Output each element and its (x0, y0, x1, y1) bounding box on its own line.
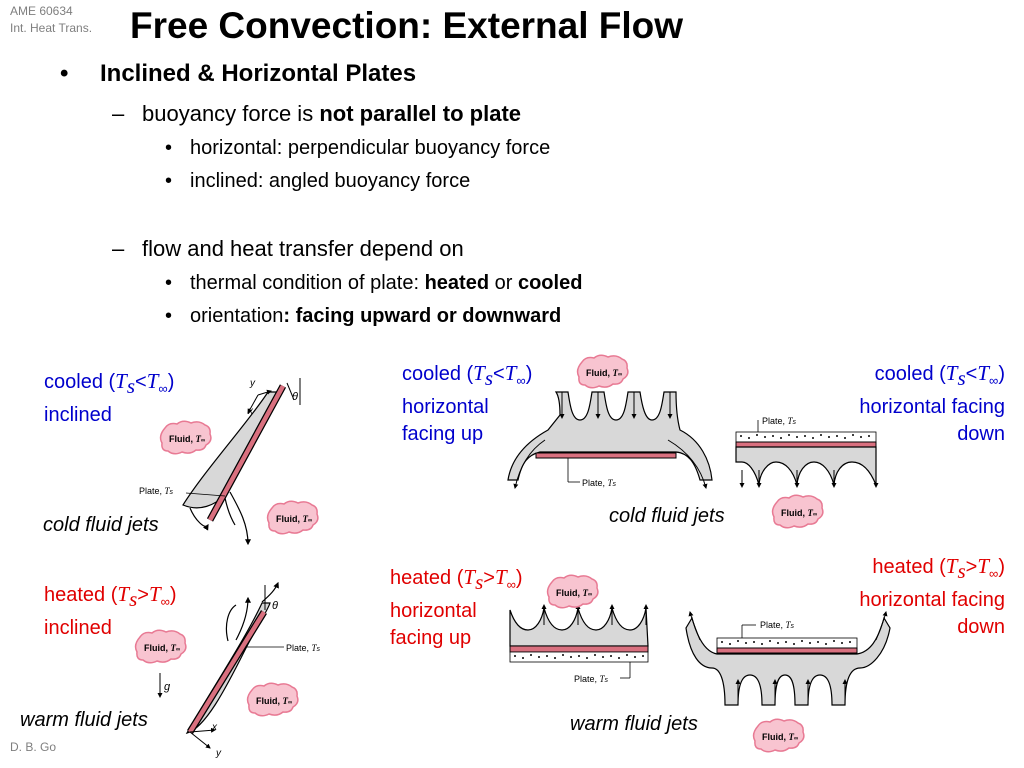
diagram-heated-up (509, 604, 649, 679)
bullet-dot: • (165, 170, 173, 192)
bullet-main-text: Inclined & Horizontal Plates (100, 60, 417, 87)
plate-label: Plate, Ts (286, 643, 321, 653)
plate-label: Plate, Ts (139, 486, 174, 496)
bullet-item: • thermal condition of plate: heated or c… (165, 270, 582, 296)
fluid-blob: Fluid, T∞ (752, 718, 805, 753)
diagram-heated-inclined: x y θ g (157, 581, 284, 759)
bullet-sub2: –flow and heat transfer depend on (112, 235, 464, 263)
bullet-item: • orientation: facing upward or downward (165, 303, 561, 329)
angle-label: θ (272, 600, 278, 612)
gravity-label: g (164, 681, 171, 693)
angle-label: θ (292, 391, 298, 403)
fluid-blob: Fluid, T∞ (159, 420, 212, 455)
fluid-label-text: Fluid, T∞ (762, 732, 798, 742)
bullet-or: or (489, 272, 518, 294)
bullet-bold-cooled: cooled (517, 272, 583, 294)
fluid-blob: Fluid, T∞ (576, 354, 629, 389)
fluid-blob: Fluid, T∞ (266, 500, 319, 535)
bullet-dash: – (112, 101, 125, 126)
slide-title: Free Convection: External Flow (130, 5, 684, 46)
fluid-blob: Fluid, T∞ (134, 629, 187, 664)
caption-warm-jets: warm fluid jets (570, 713, 698, 735)
plate-label: Plate, Ts (762, 416, 797, 426)
bullet-item: • inclined: angled buoyancy force (165, 168, 470, 194)
axis-x-label: x (211, 722, 218, 733)
label-heated-down: heated (Ts>T∞) horizontal facing down (859, 554, 1005, 638)
fluid-label-text: Fluid, T∞ (144, 643, 180, 653)
bullet-main: • Inclined & Horizontal Plates (60, 58, 416, 90)
label-heated-inclined: heated (Ts>T∞) inclined (44, 582, 177, 639)
course-code: AME 60634 (10, 4, 73, 18)
author-footer: D. B. Go (10, 740, 57, 754)
bullet-dot: • (165, 137, 173, 159)
course-label: AME 60634 Int. Heat Trans. (10, 3, 92, 37)
bullet-item-text: orientation (190, 305, 284, 327)
label-heated-up: heated (Ts>T∞) horizontal facing up (390, 565, 523, 649)
fluid-label-text: Fluid, T∞ (586, 368, 622, 378)
axis-x-label: x (247, 406, 254, 417)
diagram-cooled-up (507, 391, 713, 489)
label-cooled-up: cooled (Ts<T∞) horizontal facing up (402, 361, 533, 445)
fluid-blob: Fluid, T∞ (546, 574, 599, 609)
axis-y-label: y (215, 748, 222, 759)
bullet-bold-heated: heated (424, 272, 490, 294)
bullet-sub1-bold: not parallel to plate (319, 101, 522, 126)
fluid-label-text: Fluid, T∞ (781, 508, 817, 518)
bullet-dash: – (112, 236, 125, 261)
bullet-sub2-text: flow and heat transfer depend on (142, 236, 464, 261)
course-name: Int. Heat Trans. (10, 21, 93, 35)
label-cooled-down: cooled (Ts<T∞) horizontal facing down (859, 361, 1005, 445)
fluid-blob: Fluid, T∞ (246, 682, 299, 717)
axis-y-label: y (249, 378, 256, 389)
label-cooled-inclined: cooled (Ts<T∞) inclined (44, 369, 175, 426)
bullet-sub1: –buoyancy force is not parallel to plate (112, 100, 521, 128)
plate-label: Plate, Ts (574, 674, 609, 684)
plate-label: Plate, Ts (582, 478, 617, 488)
bullet-sub1-text: buoyancy force is (142, 101, 320, 126)
fluid-label-text: Fluid, T∞ (169, 434, 205, 444)
bullet-item-bold: : facing upward or downward (283, 305, 562, 327)
bullet-dot: • (165, 305, 173, 327)
fluid-label-text: Fluid, T∞ (556, 588, 592, 598)
diagram-cooled-down (735, 420, 879, 488)
bullet-dot: • (60, 60, 69, 87)
caption-cold-jets: cold fluid jets (43, 514, 159, 536)
diagram-heated-down (685, 611, 891, 706)
bullet-item: • horizontal: perpendicular buoyancy forc… (165, 135, 550, 161)
bullet-dot: • (165, 272, 173, 294)
fluid-blob: Fluid, T∞ (771, 494, 824, 529)
caption-warm-jets: warm fluid jets (20, 709, 148, 731)
fluid-label-text: Fluid, T∞ (256, 696, 292, 706)
bullet-item-text: horizontal: perpendicular buoyancy force (190, 137, 551, 159)
diagram-cooled-inclined: y x θ (182, 378, 301, 546)
caption-cold-jets: cold fluid jets (609, 505, 725, 527)
plate-label: Plate, Ts (760, 620, 795, 630)
fluid-label-text: Fluid, T∞ (276, 514, 312, 524)
bullet-item-text: thermal condition of plate: (190, 272, 425, 294)
bullet-item-text: inclined: angled buoyancy force (190, 170, 471, 192)
